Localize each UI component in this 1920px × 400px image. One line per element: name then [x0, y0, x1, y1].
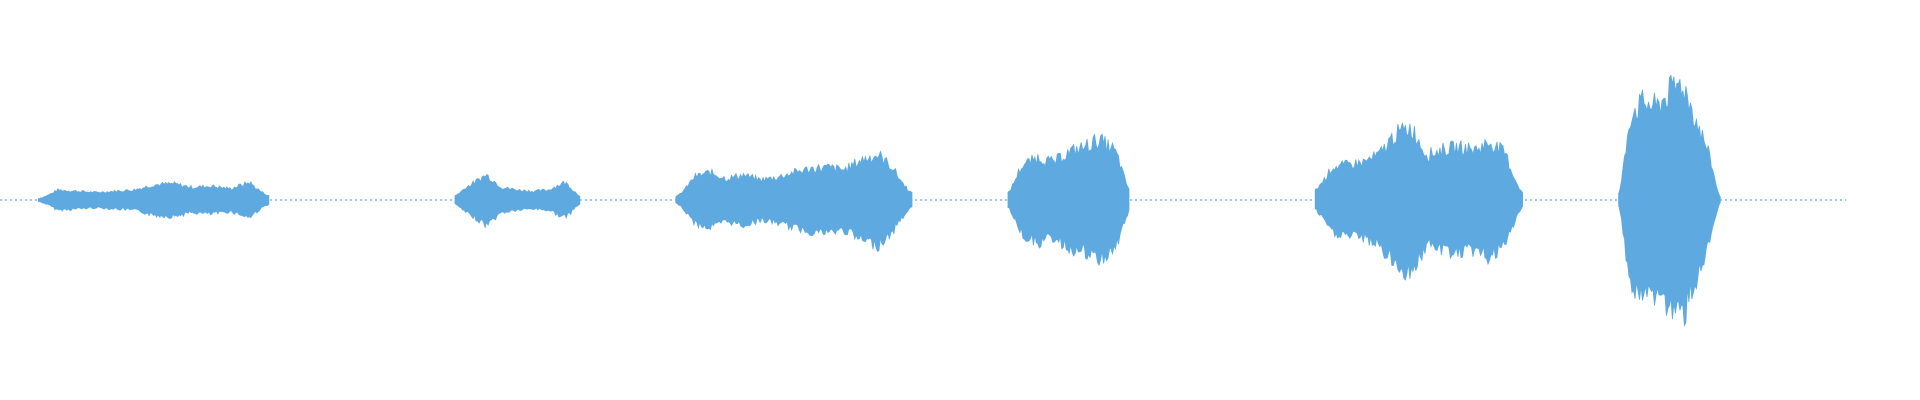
- waveform-segment-2: [454, 174, 581, 229]
- waveform-segment-4: [1007, 133, 1130, 267]
- waveform-segment-5: [1314, 122, 1523, 281]
- waveform-segment-3: [675, 150, 913, 252]
- waveform-segment-6: [1618, 74, 1721, 327]
- waveform-segment-1: [38, 180, 270, 219]
